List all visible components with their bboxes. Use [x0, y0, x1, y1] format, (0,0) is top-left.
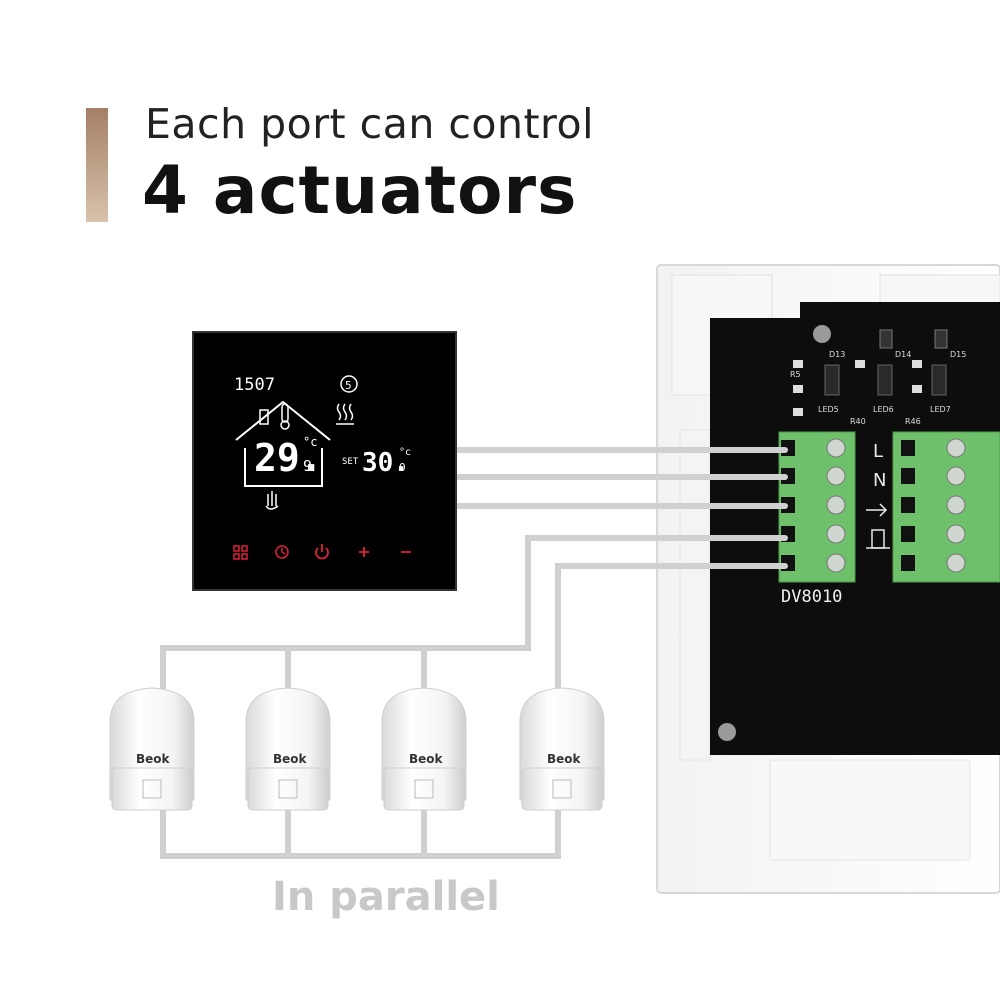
pcb-label-r5: R5 — [790, 370, 801, 379]
menu-button[interactable] — [226, 540, 254, 566]
terminal-label-l: L — [873, 441, 883, 462]
actuator-symbol-icon — [866, 503, 890, 549]
thermostat-clock: 1507 — [234, 375, 275, 395]
pcb-label-led6: LED6 — [873, 405, 894, 414]
caption-in-parallel: In parallel — [272, 874, 500, 920]
pcb-label-d15: D15 — [950, 350, 966, 359]
actuator-1: Beok — [109, 687, 195, 811]
clock-icon — [275, 545, 289, 559]
screw-icon — [718, 723, 736, 741]
plus-icon — [359, 547, 369, 557]
actuator-2: Beok — [245, 687, 331, 811]
pcb-label-led5: LED5 — [818, 405, 839, 414]
pcb-label-d14: D14 — [895, 350, 911, 359]
heading-subtitle: Each port can control — [145, 100, 594, 148]
minus-button[interactable] — [392, 540, 420, 566]
set-label: SET — [342, 457, 359, 467]
accent-bar — [86, 108, 108, 222]
pcb-label-led7: LED7 — [930, 405, 951, 414]
actuator-3: Beok — [381, 687, 467, 811]
power-button[interactable] — [308, 540, 336, 566]
heading-title: 4 actuators — [142, 152, 578, 229]
terminal-label-n: N — [873, 470, 886, 491]
power-icon — [315, 547, 329, 560]
room-temperature: 29. — [254, 436, 323, 480]
menu-icon — [233, 545, 248, 560]
thermometer-icon — [280, 403, 290, 430]
hand-icon — [265, 491, 279, 510]
board-model-label: DV8010 — [781, 587, 842, 607]
wiring-box: D13 D14 D15 LED5 LED6 LED7 R40 R46 R5 — [656, 264, 1000, 894]
heating-icon — [336, 403, 354, 425]
pcb-label-d13: D13 — [829, 350, 845, 359]
thermostat-day: 5 — [345, 379, 352, 392]
thermostat: 1507 5 29. 9 °c SET 30. 0 °c — [192, 331, 457, 591]
set-temperature-unit: °c — [399, 447, 411, 458]
day-circle-icon — [340, 375, 358, 393]
actuator-brand: Beok — [273, 752, 308, 766]
set-temperature-decimal: 0 — [399, 461, 406, 474]
plus-button[interactable] — [350, 540, 378, 566]
home-outline-icon — [235, 400, 331, 441]
actuator-brand: Beok — [136, 752, 171, 766]
pcb-label-r40: R40 — [850, 417, 866, 426]
set-temperature: 30. — [362, 448, 409, 478]
actuator-brand: Beok — [409, 752, 444, 766]
screw-icon — [813, 325, 831, 343]
thermostat-panel — [192, 331, 457, 591]
actuator-4: Beok — [519, 687, 605, 811]
clock-button[interactable] — [268, 540, 296, 566]
pcb-components — [793, 329, 948, 416]
room-temperature-decimal: 9 — [303, 457, 312, 475]
actuator-brand: Beok — [547, 752, 582, 766]
pcb-label-r46: R46 — [905, 417, 921, 426]
room-temperature-unit: °c — [303, 435, 317, 449]
